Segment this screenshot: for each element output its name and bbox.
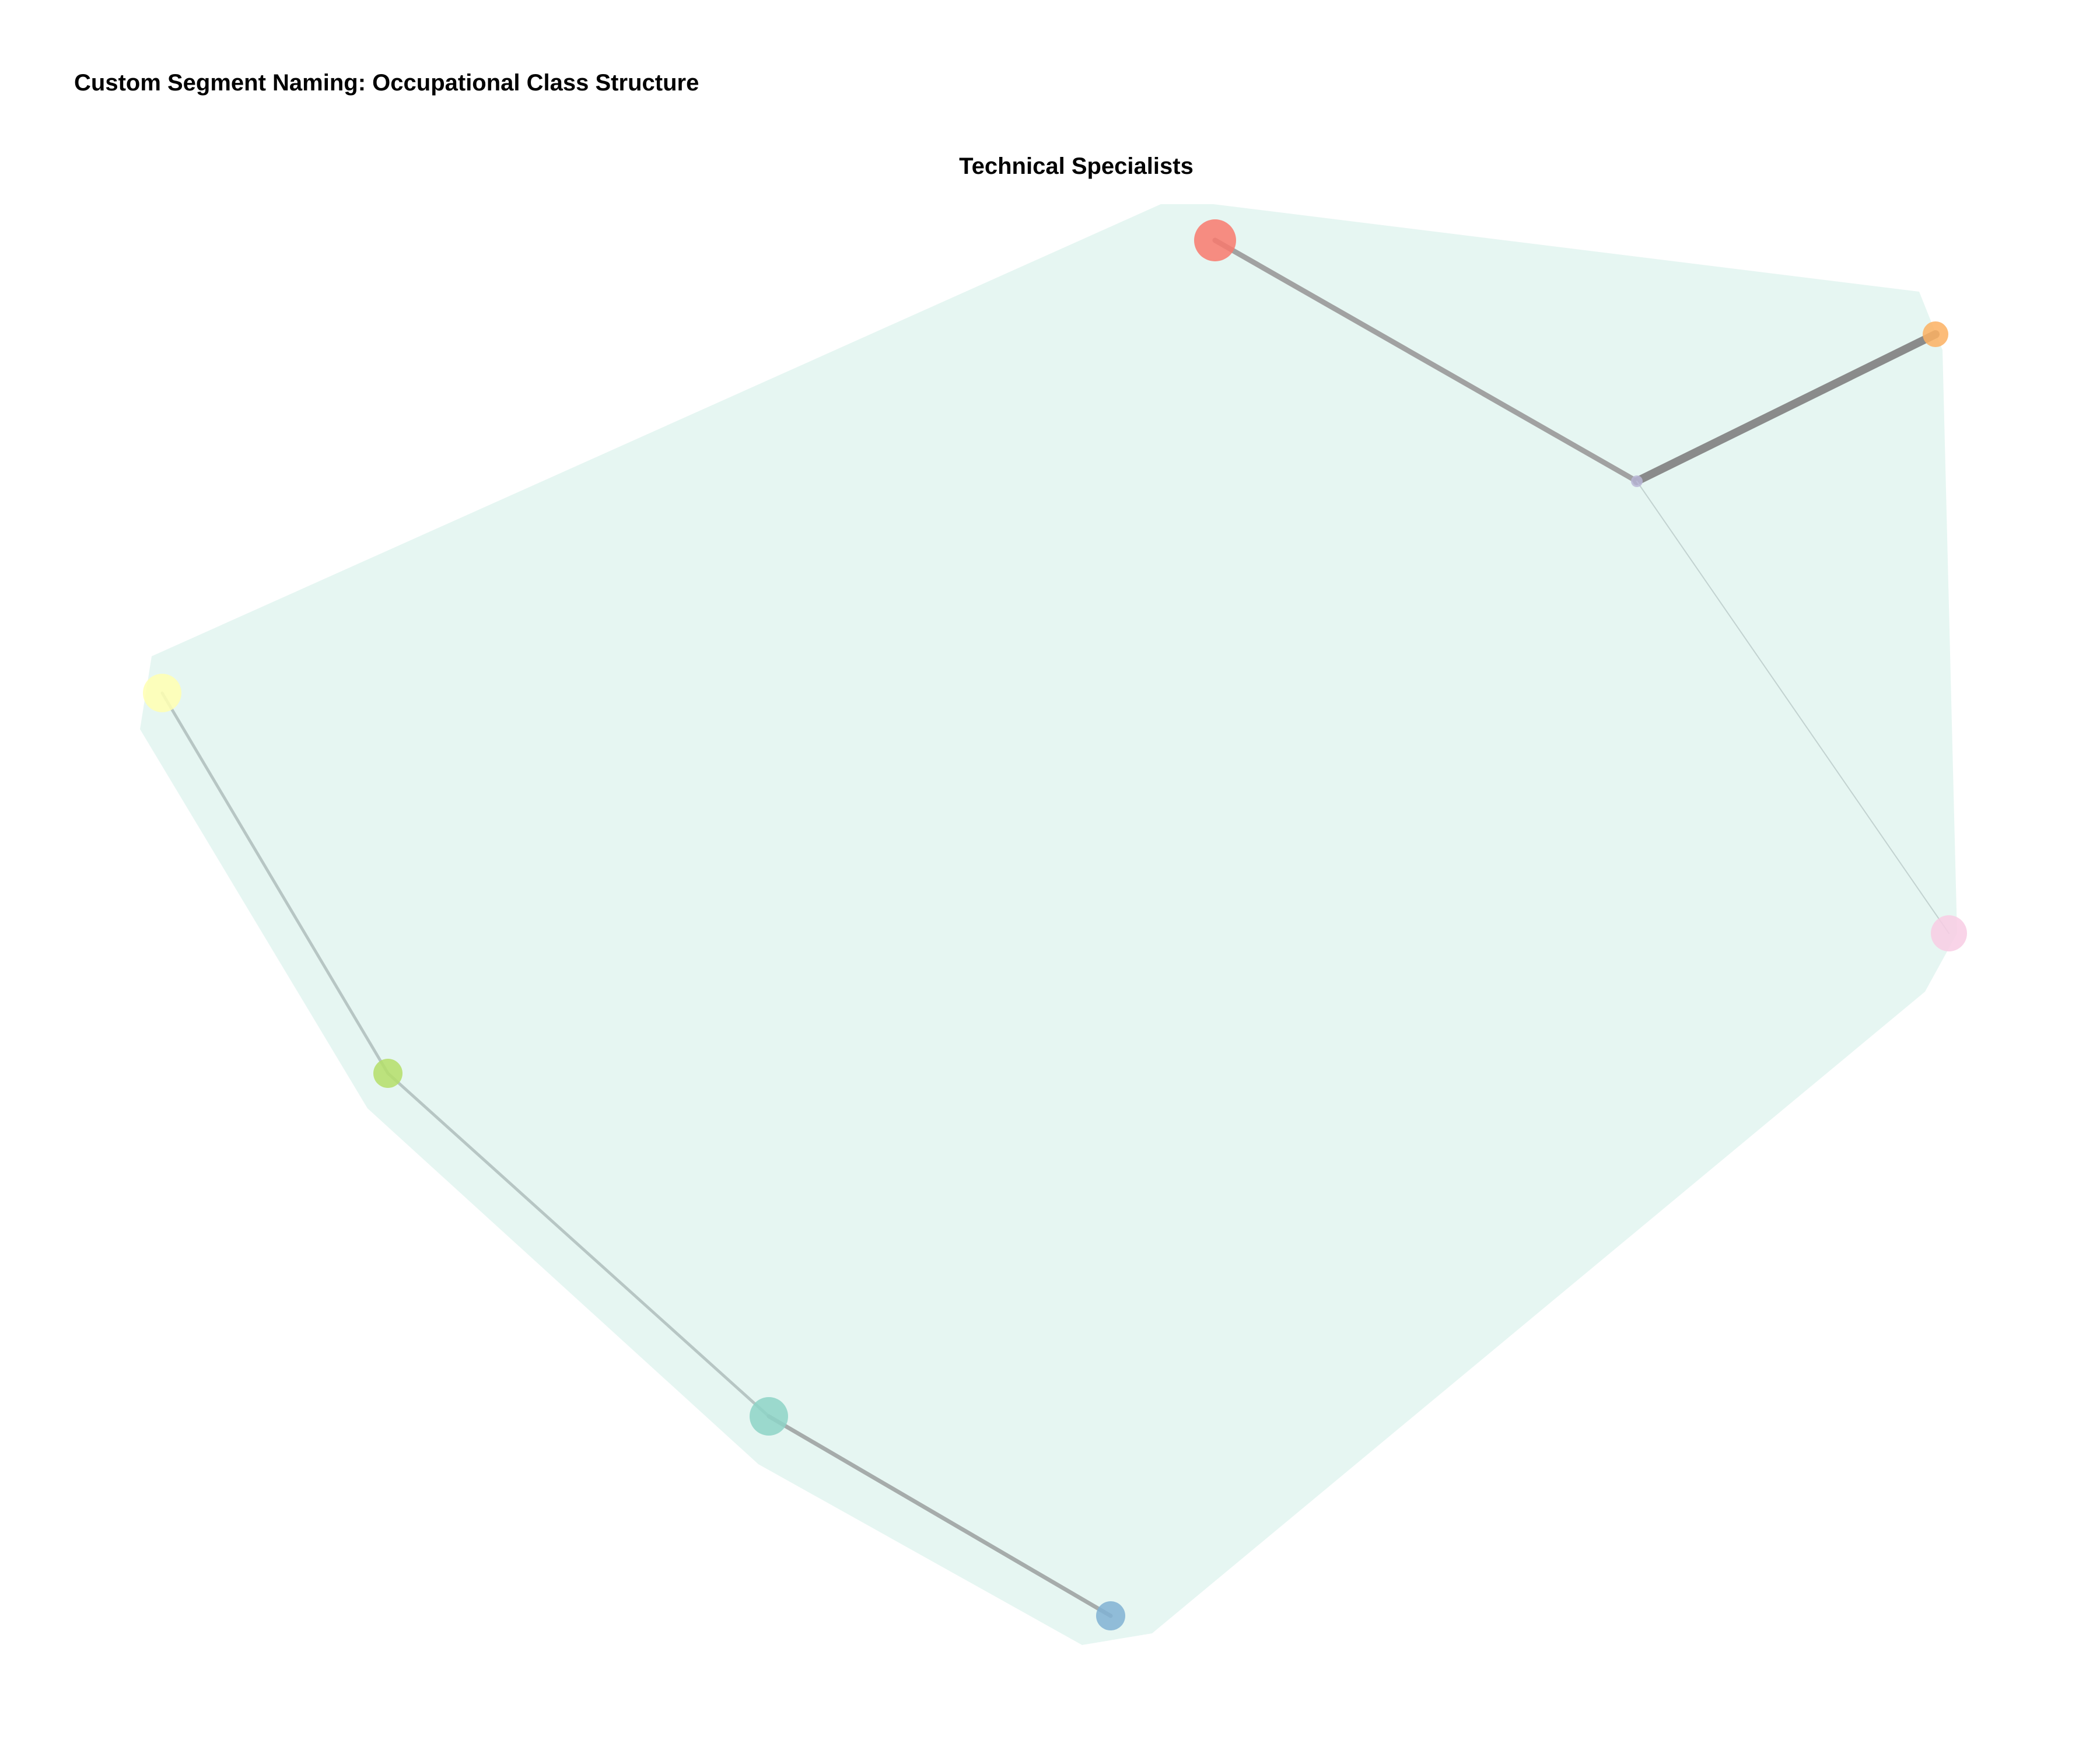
node-n6[interactable] [373,1059,402,1088]
node-n8[interactable] [1096,1601,1125,1630]
figure-title: Custom Segment Naming: Occupational Clas… [74,70,699,96]
edge-n5-n6 [160,691,390,1075]
edge-layer [160,237,1950,1618]
node-n1[interactable] [1194,219,1236,261]
node-n7[interactable] [750,1397,788,1436]
edge-n1-n3 [1212,237,1640,484]
edge-n7-n8 [766,1414,1113,1618]
edge-n3-n4 [1636,481,1950,934]
node-n3[interactable] [1631,475,1643,487]
node-n2[interactable] [1923,321,1948,347]
segment-hull [140,204,1957,1645]
edge-n3-n2 [1633,330,1940,485]
node-layer [143,219,1967,1630]
edge-n6-n7 [386,1072,771,1418]
segment-label: Technical Specialists [959,153,1194,179]
node-n5[interactable] [143,674,181,712]
node-n4[interactable] [1931,915,1967,951]
